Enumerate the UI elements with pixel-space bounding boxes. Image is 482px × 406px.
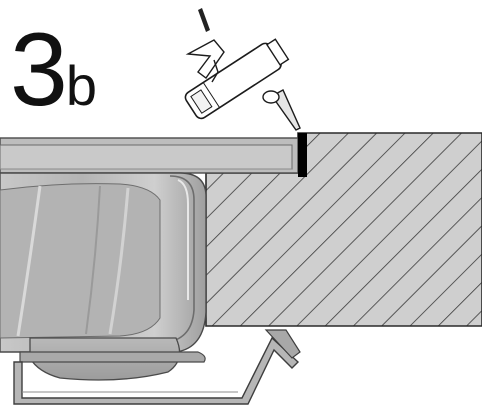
sink-basin — [0, 137, 299, 381]
step-number: 3 — [10, 12, 68, 128]
sealant-bead — [298, 133, 307, 177]
step-label: 3b — [10, 18, 97, 122]
mounting-clip — [13, 329, 301, 405]
sealant-gun-icon — [184, 8, 301, 131]
step-suffix: b — [65, 54, 97, 117]
